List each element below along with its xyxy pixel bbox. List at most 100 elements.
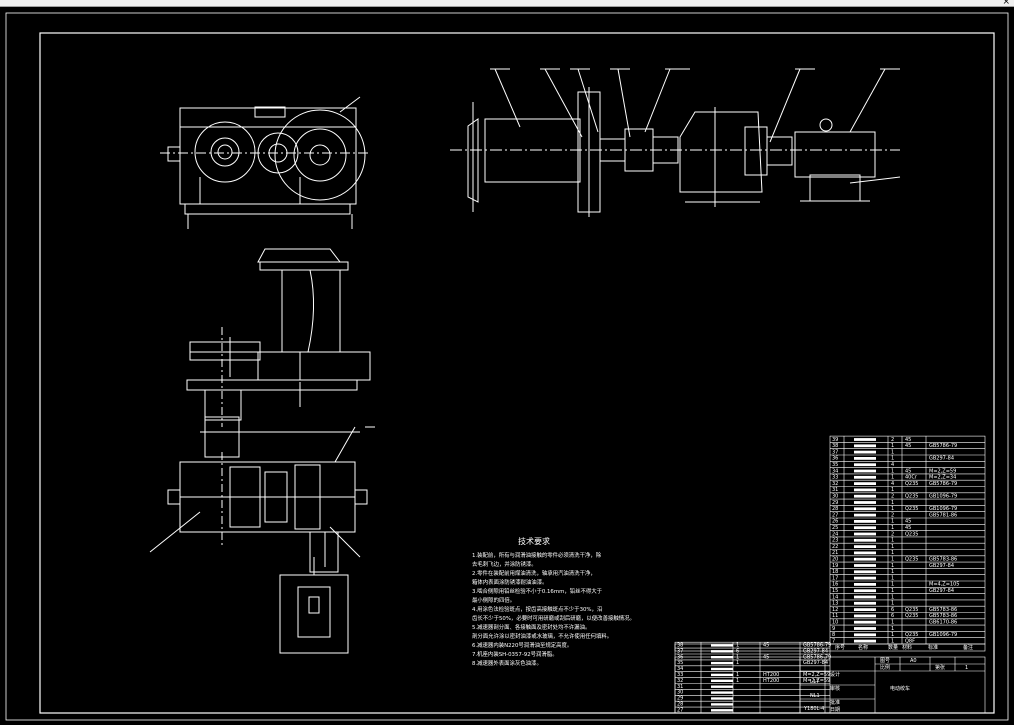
- right-table-redacted-name: [854, 520, 876, 523]
- left-table-row-qty: 1: [736, 672, 739, 678]
- left-table-row-std: M=2,Z=59: [803, 672, 830, 678]
- right-table-row-std: GB5786-79: [929, 443, 957, 449]
- right-table-redacted-name: [854, 595, 876, 599]
- right-table-redacted-name: [854, 639, 876, 643]
- right-table-row-qty: 1: [891, 506, 894, 512]
- right-table-row-mat: 45: [905, 437, 911, 443]
- right-table-row-no: 18: [832, 569, 838, 575]
- right-table-row-no: 19: [832, 563, 838, 569]
- right-table-row-no: 23: [832, 538, 838, 544]
- right-table-row-no: 10: [832, 620, 838, 626]
- right-table-row-std: GB297-84: [929, 456, 954, 462]
- outer-frame: [5, 12, 1009, 721]
- left-table-row-qty: 1: [736, 678, 739, 684]
- right-table-row-no: 33: [832, 475, 838, 481]
- technical-requirements: 技术要求 1.装配前，所有与润滑油接触的零件必须清洗干净，除 去毛刺飞边，并涂防…: [472, 536, 635, 667]
- drum-gear-section: [186, 248, 371, 427]
- right-table-redacted-name: [854, 570, 876, 574]
- right-table-row-qty: 1: [891, 500, 894, 506]
- header-name: 名称: [858, 644, 868, 651]
- header-mat: 材料: [902, 644, 912, 651]
- right-table-row-qty: 1: [891, 538, 894, 544]
- sheet-value: 1: [965, 665, 968, 671]
- reducer-top-section: [149, 416, 375, 573]
- right-table-row-no: 39: [832, 437, 838, 443]
- right-table-row-no: 26: [832, 519, 838, 525]
- motor-view: [279, 557, 349, 654]
- right-table-row-no: 28: [832, 506, 838, 512]
- right-table-row-qty: 1: [891, 594, 894, 600]
- right-table-redacted-name: [854, 620, 876, 624]
- right-table-redacted-name: [854, 564, 876, 567]
- right-table-redacted-name: [854, 583, 876, 586]
- left-table-redacted-name: [711, 673, 733, 677]
- right-table-row-no: 14: [832, 594, 838, 600]
- design-label: 设计: [830, 671, 840, 678]
- right-table-row-no: 11: [832, 613, 838, 619]
- right-table-row-no: 27: [832, 512, 838, 518]
- left-table-row-no: 31: [677, 684, 683, 690]
- right-table-row-qty: 1: [891, 443, 894, 449]
- right-table-row-no: 9: [832, 626, 835, 632]
- header-std: 标准: [928, 644, 938, 651]
- parts-table-left: [674, 641, 831, 714]
- parts-table-right: [829, 435, 986, 645]
- title-block: [674, 643, 986, 714]
- right-table-row-no: 16: [832, 582, 838, 588]
- close-icon[interactable]: ×: [1002, 0, 1010, 7]
- ratio-label: 比例: [880, 664, 890, 671]
- left-table-row-qty: 6: [736, 648, 739, 654]
- right-table-row-no: 30: [832, 494, 838, 500]
- tech-line-11: 7.机座内装SH-0357-92号润滑脂。: [472, 650, 558, 658]
- left-table-row-mat: 45: [763, 643, 769, 649]
- reducer-front-view: [160, 96, 370, 229]
- tech-line-10: 6.减速器内装N220号润滑油至规定高度。: [472, 641, 572, 649]
- right-table-row-qty: 2: [891, 531, 894, 537]
- right-table-redacted-name: [854, 507, 876, 511]
- right-table-row-qty: 4: [891, 481, 894, 487]
- right-table-row-qty: 1: [891, 475, 894, 481]
- winch-side-assembly: [450, 68, 901, 217]
- left-table-redacted-name: [711, 667, 733, 671]
- right-table-row-qty: 1: [891, 620, 894, 626]
- sheet-label: 第张: [935, 664, 945, 671]
- right-table-row-mat: Q235: [905, 531, 918, 537]
- right-table-redacted-name: [854, 438, 876, 441]
- right-table-row-mat: Q235: [905, 607, 918, 613]
- right-table-row-qty: 1: [891, 601, 894, 607]
- left-table-row-no: 37: [677, 648, 683, 654]
- title-block-text: 序号 名称 数量 材料 标准 备注 图号 A0 比例 第张 1 设计 审核 批准…: [803, 644, 973, 713]
- right-table-row-no: 37: [832, 449, 838, 455]
- right-table-row-std: M=4,Z=105: [929, 582, 959, 588]
- left-table-row-no: 27: [677, 707, 683, 713]
- left-table-row-std: M=2,Z=59: [803, 678, 830, 684]
- right-table-redacted-name: [854, 450, 876, 454]
- left-table-redacted-name: [711, 679, 733, 682]
- right-table-row-qty: 1: [891, 557, 894, 563]
- right-table-redacted-name: [854, 576, 876, 580]
- inner-frame: [39, 32, 995, 714]
- approve-label: 批准: [830, 699, 840, 706]
- right-table-row-qty: 2: [891, 437, 894, 443]
- right-table-redacted-name: [854, 601, 876, 605]
- left-table-row-qty: 1: [736, 660, 739, 666]
- right-table-row-qty: 1: [891, 525, 894, 531]
- right-table-row-mat: 45: [905, 519, 911, 525]
- right-table-row-qty: 6: [891, 613, 894, 619]
- right-table-row-mat: Q235: [905, 506, 918, 512]
- scale-label: 图号: [880, 658, 890, 664]
- right-table-row-no: 12: [832, 607, 838, 613]
- tech-line-6: 4.用涂色法检验斑点，按齿高接触斑点不少于30%，沿: [472, 605, 603, 613]
- tech-line-7: 齿长不少于50%，必要时可用研磨或刮后研磨，以便改善接触情况。: [472, 614, 635, 622]
- left-table-redacted-name: [711, 697, 733, 700]
- right-table-row-std: GB5781-86: [929, 512, 957, 518]
- scale-value: A0: [910, 658, 917, 664]
- right-table-redacted-name: [854, 589, 876, 593]
- tech-line-5: 最小侧隙的四倍。: [472, 596, 515, 604]
- right-table-row-qty: 6: [891, 607, 894, 613]
- left-table-redacted-name: [711, 661, 733, 665]
- left-table-row-qty: 1: [736, 643, 739, 649]
- left-table-row-no: 28: [677, 702, 683, 708]
- right-table-row-qty: 1: [891, 626, 894, 632]
